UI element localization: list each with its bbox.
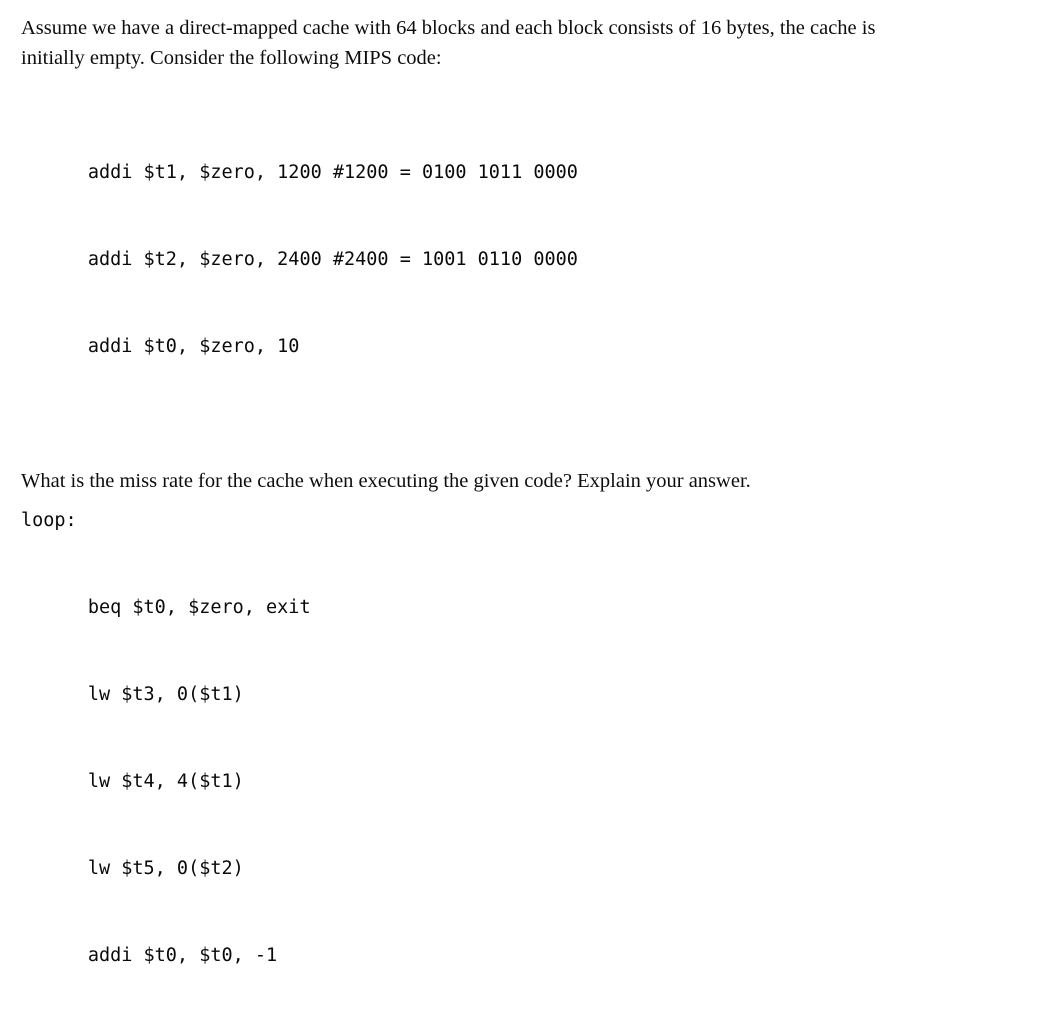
question-text: What is the miss rate for the cache when… [21, 470, 751, 492]
question-paragraph: What is the miss rate for the cache when… [21, 466, 1022, 496]
code-label-loop: loop: [21, 510, 77, 531]
intro-line-2: initially empty. Consider the following … [21, 47, 442, 69]
code-line: beq $t0, $zero, exit [21, 597, 311, 618]
code-line: addi $t0, $zero, 10 [21, 336, 300, 357]
mips-code-block: addi $t1, $zero, 1200 #1200 = 0100 1011 … [21, 100, 578, 1026]
code-line: addi $t1, $zero, 1200 #1200 = 0100 1011 … [21, 162, 578, 183]
code-line: lw $t4, 4($t1) [21, 771, 244, 792]
document-page: Assume we have a direct-mapped cache wit… [21, 13, 1022, 966]
code-line: addi $t0, $t0, -1 [21, 945, 278, 966]
intro-paragraph: Assume we have a direct-mapped cache wit… [21, 13, 1022, 73]
intro-line-1: Assume we have a direct-mapped cache wit… [21, 17, 876, 39]
code-line: addi $t2, $zero, 2400 #2400 = 1001 0110 … [21, 249, 578, 270]
code-line-blank [21, 419, 578, 448]
code-line: lw $t5, 0($t2) [21, 858, 244, 879]
code-line: lw $t3, 0($t1) [21, 684, 244, 705]
